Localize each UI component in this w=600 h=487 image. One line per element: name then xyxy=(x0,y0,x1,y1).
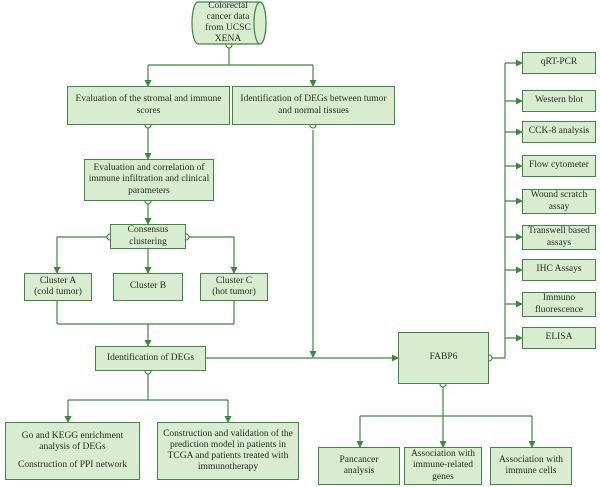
node-text-line: immunotherapy xyxy=(197,462,259,473)
node-text-line: assays xyxy=(546,237,572,248)
node-text-line: CCK-8 analysis xyxy=(528,126,590,137)
immune-cells-node: Association with immune cells xyxy=(490,447,572,485)
node-text-line: TCGA and patients treated with xyxy=(167,451,289,461)
node-text-line: Cluster B xyxy=(129,281,167,292)
node-text-line: and normal tissues xyxy=(278,105,349,116)
assay-western-blot-node: Western blot xyxy=(522,90,596,112)
node-text-line: Pancancer xyxy=(339,454,379,465)
assay-cck8-node: CCK-8 analysis xyxy=(522,121,596,143)
node-text-line: Identification of DEGs xyxy=(106,352,195,363)
data-source-node: Colorectal cancer data from UCSC XENA xyxy=(190,1,268,45)
node-text-line: Go and KEGG enrichment xyxy=(21,431,124,442)
cluster-a-node: Cluster A (cold tumor) xyxy=(24,273,92,301)
assay-flow-cytometer-node: Flow cytometer xyxy=(522,155,596,177)
node-text-line: Wound scratch xyxy=(530,190,588,201)
node-text-line: Evaluation of the stromal and immune xyxy=(75,94,222,105)
node-text-line: analysis of DEGs xyxy=(39,442,106,453)
assay-elisa-node: ELISA xyxy=(522,327,596,349)
node-text-line: assay xyxy=(548,201,570,212)
node-text-line: (hot tumor) xyxy=(212,287,256,297)
node-text-line: Western blot xyxy=(534,95,584,106)
stromal-immune-scores-node: Evaluation of the stromal and immune sco… xyxy=(67,86,230,125)
node-text-line: (cold tumor) xyxy=(34,287,82,297)
node-text-line: immune-related xyxy=(412,460,474,471)
node-text-line: prediction model in patients in xyxy=(169,439,287,450)
assay-ihc-node: IHC Assays xyxy=(522,259,596,281)
node-text-line: Identification of DEGs between tumor xyxy=(240,94,387,105)
node-text-line: Evaluation and correlation of xyxy=(93,163,205,174)
enrichment-ppi-node: Go and KEGG enrichment analysis of DEGs … xyxy=(5,422,140,480)
node-text-line: from UCSC xyxy=(205,23,251,33)
node-text-line: IHC Assays xyxy=(536,264,582,275)
node-text-line: Colorectal xyxy=(208,1,248,12)
node-text-line: clustering xyxy=(129,236,167,247)
node-text-line: Construction of PPI network xyxy=(18,459,127,470)
assay-wound-scratch-node: Wound scratch assay xyxy=(522,189,596,214)
prediction-model-node: Construction and validation of the predi… xyxy=(157,422,299,480)
assay-immunofluorescence-node: Immuno fluorescence xyxy=(522,292,596,317)
immune-infiltration-node: Evaluation and correlation of immune inf… xyxy=(84,159,214,201)
node-text-line: Cluster C xyxy=(215,275,253,286)
node-text-line: cancer data xyxy=(206,12,250,23)
degs-tumor-normal-node: Identification of DEGs between tumor and… xyxy=(232,86,395,125)
node-text-line: Construction and validation of the xyxy=(163,428,293,439)
immune-genes-node: Association with immune-related genes xyxy=(404,447,482,485)
node-text-line: genes xyxy=(432,471,454,482)
node-text-line: ELISA xyxy=(545,332,573,343)
cluster-c-node: Cluster C (hot tumor) xyxy=(200,273,268,301)
node-text-line: immune infiltration and clinical xyxy=(88,174,210,185)
node-text-line: qRT-PCR xyxy=(540,57,578,68)
node-text-line: Association with xyxy=(410,449,476,460)
identification-of-degs-node: Identification of DEGs xyxy=(95,346,206,371)
fabp6-node: FABP6 xyxy=(398,332,489,384)
assay-transwell-node: Transwell based assays xyxy=(522,225,596,250)
node-text-line: Immuno xyxy=(542,293,576,304)
node-text-line: Association with xyxy=(498,454,564,465)
assay-qrt-pcr-node: qRT-PCR xyxy=(522,52,596,74)
node-text-line: Cluster A xyxy=(39,275,77,286)
node-text-line: Flow cytometer xyxy=(529,160,589,171)
node-text-line: analysis xyxy=(343,466,375,476)
node-text-line: Consensus xyxy=(127,225,169,236)
node-text-line: FABP6 xyxy=(429,352,458,363)
node-text-line: immune cells xyxy=(505,466,557,476)
node-text-line: parameters xyxy=(128,185,170,196)
consensus-clustering-node: Consensus clustering xyxy=(110,224,186,249)
pancancer-analysis-node: Pancancer analysis xyxy=(318,447,400,485)
node-text-line: scores xyxy=(136,105,161,116)
cluster-b-node: Cluster B xyxy=(113,273,183,301)
node-text-line: Transwell based xyxy=(528,226,590,237)
node-text-line: XENA xyxy=(214,33,242,44)
node-text-line: fluorescence xyxy=(535,304,583,315)
